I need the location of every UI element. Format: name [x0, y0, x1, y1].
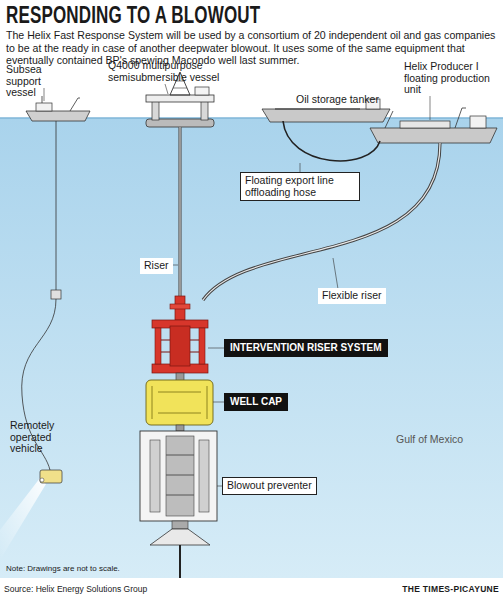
sea-water	[0, 118, 503, 578]
vessel-label: Subsea support vessel	[6, 64, 68, 99]
frame-brace	[161, 340, 199, 352]
frame-leg	[155, 328, 161, 364]
producer-bridge	[470, 116, 486, 128]
tanker-deck	[275, 108, 360, 110]
label-text: Floating export line offloading hose	[245, 175, 355, 198]
leader-line	[213, 402, 224, 403]
note-text: Note: Drawings are not to scale.	[6, 564, 120, 573]
vessel-crane	[70, 98, 80, 111]
wellhead	[172, 521, 188, 529]
leader-line	[44, 88, 45, 101]
connector	[176, 425, 184, 431]
rov-label: Remotely operated vehicle	[10, 420, 66, 455]
process-deck	[400, 121, 450, 128]
riser-pipe-core	[180, 127, 181, 298]
label-box: Riser	[140, 258, 173, 274]
vessel-mast	[42, 96, 43, 103]
wellhead-base	[150, 529, 210, 545]
label-box: INTERVENTION RISER SYSTEM	[224, 339, 388, 357]
label-box: WELL CAP	[224, 393, 288, 411]
producer-crane	[385, 108, 466, 128]
leader-line	[430, 96, 431, 120]
leader-line	[333, 258, 338, 289]
label-text: WELL CAP	[230, 396, 282, 408]
frame-leg	[199, 328, 205, 364]
label-box: Blowout preventer	[222, 477, 317, 495]
tanker-hull	[262, 109, 390, 122]
leader-line	[165, 84, 168, 94]
riser-pipe	[178, 127, 181, 298]
deck	[146, 95, 214, 102]
column	[152, 101, 159, 120]
footer-band	[0, 578, 503, 597]
well-cap-body	[146, 380, 213, 425]
riser-flange	[170, 304, 190, 309]
bop-ram	[199, 440, 209, 512]
vessel-cabin	[36, 103, 52, 111]
offloading-hose	[283, 121, 380, 161]
label-box: Floating export line offloading hose	[240, 172, 360, 201]
bop-ram	[150, 440, 160, 512]
vessel-label: Helix Producer I floating production uni…	[404, 61, 490, 96]
tether-cage	[51, 290, 61, 299]
well-cap-detail	[152, 386, 207, 419]
region-label: Gulf of Mexico	[396, 434, 463, 446]
label-text: Riser	[144, 260, 169, 272]
well-casing	[179, 545, 181, 578]
vessel-label: Q4000 multipurpose semisubmersible vesse…	[108, 60, 226, 83]
rov-body	[40, 470, 62, 483]
label-box: Flexible riser	[318, 288, 386, 304]
tether	[56, 121, 57, 290]
bop-detail	[166, 455, 194, 495]
bop-stack	[166, 436, 194, 516]
producer-hull	[370, 128, 497, 143]
title-text: RESPONDING TO A BLOWOUT	[6, 2, 260, 29]
column	[201, 101, 208, 120]
flexible-riser	[203, 143, 440, 300]
riser-body	[170, 326, 190, 366]
vessel-label: Oil storage tanker	[296, 94, 379, 106]
label-text: INTERVENTION RISER SYSTEM	[230, 342, 382, 354]
vessel-hull	[26, 111, 90, 121]
label-text: Blowout preventer	[227, 480, 312, 492]
leader-line	[208, 348, 224, 349]
label-text: Flexible riser	[322, 290, 382, 302]
bop-frame	[140, 431, 217, 521]
flexible-riser-core	[203, 143, 440, 300]
deck-house	[195, 87, 209, 95]
rov-light	[40, 478, 44, 482]
light-beam	[0, 478, 46, 560]
credit-text: THE TIMES-PICAYUNE	[402, 584, 499, 594]
source-text: Source: Helix Energy Solutions Group	[4, 584, 147, 594]
